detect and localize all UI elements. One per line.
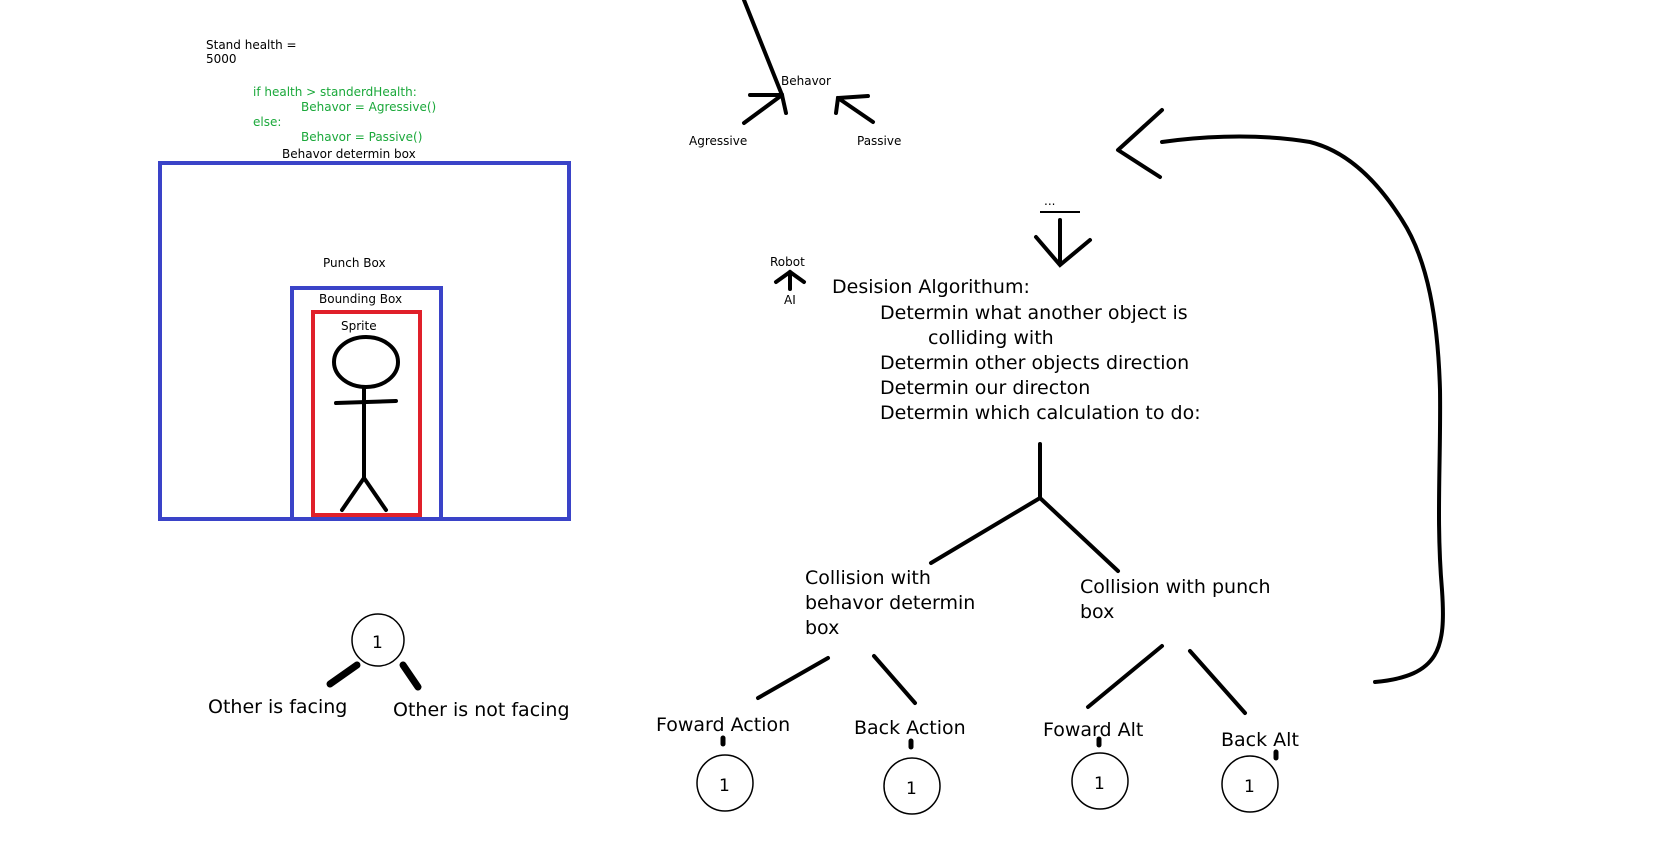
loop-back-arrow xyxy=(1160,134,1445,684)
svg-text:1: 1 xyxy=(372,633,383,653)
facing-left-branch xyxy=(326,661,361,688)
up-arrow-icon xyxy=(774,269,806,291)
branch-left-line-1: Collision with xyxy=(805,567,931,589)
code-line-1: if health > standerdHealth: xyxy=(253,85,417,99)
punch-box-label: Punch Box xyxy=(323,256,386,270)
algorithm-step-1b: colliding with xyxy=(928,327,1054,349)
code-line-3: else: xyxy=(253,115,281,129)
behavior-box-label: Behavor determin box xyxy=(282,147,416,161)
algorithm-step-1a: Determin what another object is xyxy=(880,302,1188,324)
facing-node: 1 xyxy=(351,613,405,667)
back-alt-label: Back Alt xyxy=(1221,729,1299,751)
code-line-2: Behavor = Agressive() xyxy=(301,100,436,114)
down-arrow-icon xyxy=(1034,218,1092,268)
behavior-right-arrow-icon xyxy=(834,94,875,124)
decision-tree-lines xyxy=(756,442,1247,715)
code-line-4: Behavor = Passive() xyxy=(301,130,422,144)
agressive-label: Agressive xyxy=(689,134,747,148)
ai-label: AI xyxy=(784,293,796,307)
svg-text:1: 1 xyxy=(719,776,730,796)
algorithm-step-2: Determin other objects direction xyxy=(880,352,1189,374)
algorithm-step-4: Determin which calculation to do: xyxy=(880,402,1201,424)
foward-alt-label: Foward Alt xyxy=(1043,719,1143,741)
ellipsis-label: ... xyxy=(1044,194,1055,208)
sprite-box xyxy=(311,310,422,517)
svg-text:1: 1 xyxy=(906,779,917,799)
behavior-left-arrow-icon xyxy=(742,0,788,125)
leaf-connectors xyxy=(720,735,1279,761)
bounding-box xyxy=(290,286,443,521)
algorithm-title: Desision Algorithum: xyxy=(832,276,1030,298)
robot-label: Robot xyxy=(770,255,805,269)
bounding-box-label: Bounding Box xyxy=(319,292,402,306)
back-action-label: Back Action xyxy=(854,717,966,739)
stick-figure-icon xyxy=(332,335,400,512)
health-value: 5000 xyxy=(206,52,237,66)
branch-right-line-1: Collision with punch xyxy=(1080,576,1271,598)
foward-action-label: Foward Action xyxy=(656,714,790,736)
branch-left-line-2: behavor determin xyxy=(805,592,975,614)
behavior-root-label: Behavor xyxy=(781,74,831,88)
sprite-label: Sprite xyxy=(341,319,377,333)
other-is-not-facing-label: Other is not facing xyxy=(393,699,570,721)
branch-left-line-3: box xyxy=(805,617,839,639)
leaf-node-foward-action: 1 xyxy=(696,754,754,812)
leaf-node-back-alt: 1 xyxy=(1221,755,1279,813)
leaf-node-back-action: 1 xyxy=(883,757,941,815)
svg-text:1: 1 xyxy=(1094,774,1105,794)
branch-right-line-2: box xyxy=(1080,601,1114,623)
passive-label: Passive xyxy=(857,134,901,148)
health-label: Stand health = xyxy=(206,38,297,52)
loop-back-arrowhead-icon xyxy=(1116,108,1164,179)
svg-text:1: 1 xyxy=(1244,777,1255,797)
algorithm-step-3: Determin our directon xyxy=(880,377,1090,399)
leaf-node-foward-alt: 1 xyxy=(1071,752,1129,810)
other-is-facing-label: Other is facing xyxy=(208,696,347,718)
facing-right-branch xyxy=(399,661,422,691)
